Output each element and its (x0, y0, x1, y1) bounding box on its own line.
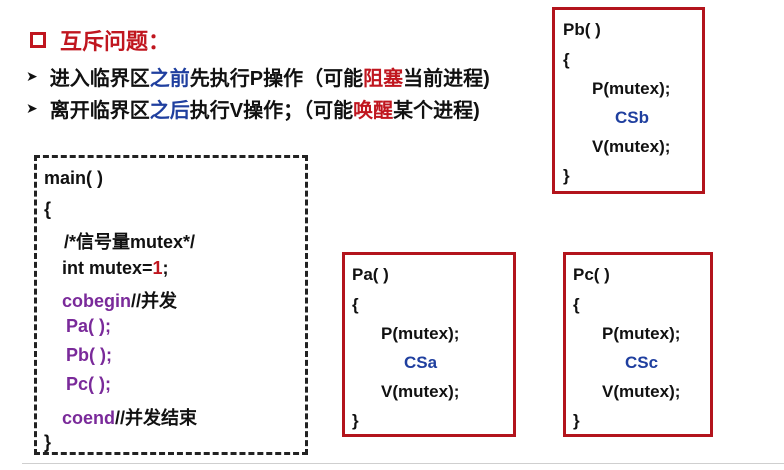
heading-row: 互斥问题： (30, 24, 170, 56)
pa-p-op: P(mutex); (381, 324, 460, 343)
pc-header: Pc( ) (573, 265, 610, 284)
pc-code-box (563, 252, 713, 437)
bullet-text: 离开临界区 (49, 100, 150, 122)
pb-critical-section: CSb (615, 108, 649, 127)
pc-v-op: V(mutex); (602, 382, 681, 401)
bullet-text: 先执行P操作（可能 (189, 68, 364, 90)
decl-value: 1 (152, 258, 163, 278)
mutex-declaration: int mutex=1; (62, 258, 169, 279)
bullet-emphasis: 阻塞 (363, 68, 404, 90)
decl-suffix: ; (162, 258, 169, 278)
open-brace: { (44, 199, 52, 219)
pa-v-op: V(mutex); (381, 382, 460, 401)
call-pb: Pb( ); (66, 345, 112, 365)
pc-close-brace: } (573, 411, 580, 430)
pa-open-brace: { (352, 295, 359, 314)
page-title: 互斥问题： (60, 29, 171, 54)
pb-code-box (552, 7, 705, 194)
pb-close-brace: } (563, 166, 570, 185)
coend-comment: //并发结束 (115, 408, 198, 428)
pc-p-op: P(mutex); (602, 324, 681, 343)
cobegin-line: cobegin//并发 (62, 287, 177, 313)
arrow-bullet-icon: ➤ (26, 100, 38, 116)
pa-code-box (342, 252, 516, 437)
bullet-emphasis: 之前 (149, 68, 190, 90)
bullet-item: ➤ 进入临界区之前先执行P操作（可能阻塞当前进程) (26, 62, 490, 91)
pa-close-brace: } (352, 411, 359, 430)
pb-open-brace: { (563, 50, 570, 69)
bullet-text: 进入临界区 (49, 68, 150, 90)
call-pc: Pc( ); (66, 374, 111, 394)
pb-p-op: P(mutex); (592, 79, 671, 98)
decl-text: int mutex= (62, 258, 153, 278)
main-code-box (34, 155, 308, 455)
square-bullet-icon (30, 32, 46, 48)
bullet-emphasis: 唤醒 (353, 100, 394, 122)
footer-divider (22, 463, 784, 464)
coend-line: coend//并发结束 (62, 404, 197, 430)
main-header: main( ) (44, 168, 104, 188)
pb-header: Pb( ) (563, 20, 601, 39)
bullet-item: ➤ 离开临界区之后执行V操作；（可能唤醒某个进程) (26, 94, 480, 123)
bullet-text: 某个进程) (393, 100, 480, 122)
bullet-emphasis: 之后 (149, 100, 190, 122)
pa-header: Pa( ) (352, 265, 389, 284)
close-brace: } (44, 432, 52, 452)
arrow-bullet-icon: ➤ (26, 68, 38, 84)
call-pa: Pa( ); (66, 316, 111, 336)
pc-critical-section: CSc (625, 353, 659, 372)
pa-critical-section: CSa (404, 353, 438, 372)
bullet-text: 执行V操作；（可能 (189, 100, 354, 122)
comment-line: /*信号量mutex*/ (64, 232, 196, 252)
bullet-text: 当前进程) (403, 68, 490, 90)
pc-open-brace: { (573, 295, 580, 314)
pb-v-op: V(mutex); (592, 137, 671, 156)
cobegin-comment: //并发 (131, 291, 178, 311)
cobegin-keyword: cobegin (62, 291, 132, 311)
coend-keyword: coend (62, 408, 116, 428)
